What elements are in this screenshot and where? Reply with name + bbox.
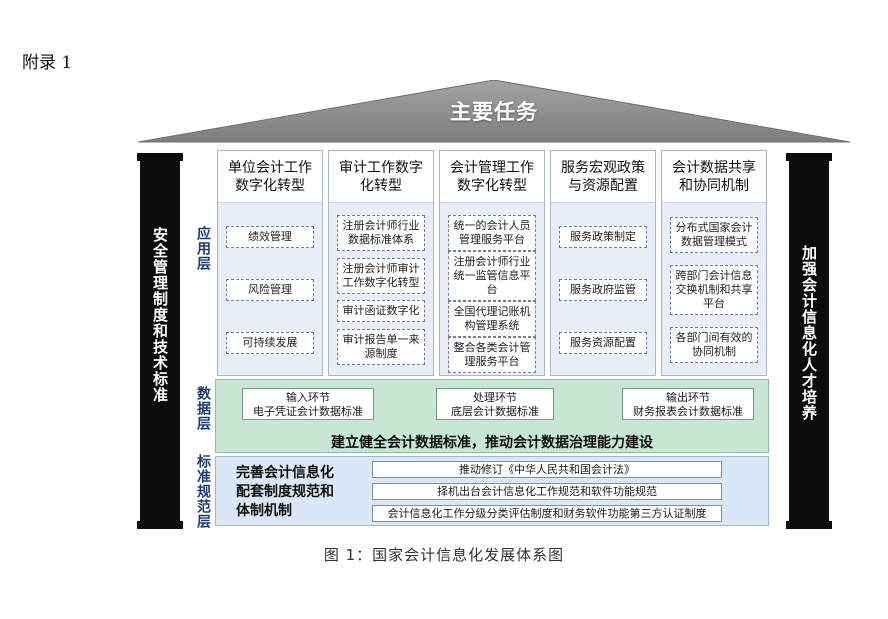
standards-item: 择机出台会计信息化工作规范和软件功能规范 [372, 483, 722, 500]
app-item: 各部门间有效的协同机制 [670, 327, 758, 363]
standards-left-line: 体制机制 [236, 503, 292, 519]
app-column-title: 会计管理工作数字化转型 [440, 151, 544, 203]
app-column-accounting-management: 会计管理工作数字化转型 统一的会计人员管理服务平台 注册会计师行业统一监管信息平… [439, 150, 545, 376]
app-item: 审计报告单一来源制度 [337, 328, 425, 365]
app-column-data-sharing: 会计数据共享和协同机制 分布式国家会计数据管理模式 跨部门会计信息交换机制和共享… [661, 150, 767, 376]
data-box-standard: 电子凭证会计数据标准 [253, 405, 363, 418]
data-box-stage: 输入环节 [286, 391, 330, 404]
app-item: 服务资源配置 [559, 331, 647, 354]
app-item: 注册会计师行业统一监管信息平台 [448, 251, 536, 301]
app-item: 全国代理记账机构管理系统 [448, 301, 536, 337]
app-item: 可持续发展 [226, 331, 314, 354]
left-pillar: 安全管理制度和技术标准 [137, 153, 183, 529]
app-item: 注册会计师审计工作数字化转型 [337, 257, 425, 294]
standards-left-line: 完善会计信息化 [236, 465, 334, 481]
data-box-processing: 处理环节 底层会计数据标准 [436, 388, 554, 420]
app-column-audit: 审计工作数字化转型 注册会计师行业数据标准体系 注册会计师审计工作数字化转型 审… [328, 150, 434, 376]
left-pillar-label: 安全管理制度和技术标准 [151, 227, 169, 403]
app-item: 绩效管理 [226, 226, 314, 249]
standards-layer: 完善会计信息化 配套制度规范和 体制机制 推动修订《中华人民共和国会计法》 择机… [215, 456, 769, 526]
data-layer-label: 数据层 [195, 386, 211, 431]
data-box-stage: 输出环节 [666, 391, 710, 404]
app-item: 分布式国家会计数据管理模式 [670, 217, 758, 253]
app-column-unit-accounting: 单位会计工作数字化转型 绩效管理 风险管理 可持续发展 [217, 150, 323, 376]
app-item: 整合各类会计管理服务平台 [448, 337, 536, 373]
app-column-macro-policy: 服务宏观政策与资源配置 服务政策制定 服务政府监管 服务资源配置 [550, 150, 656, 376]
standards-left-text: 完善会计信息化 配套制度规范和 体制机制 [236, 464, 376, 521]
data-layer: 输入环节 电子凭证会计数据标准 处理环节 底层会计数据标准 输出环节 财务报表会… [215, 379, 769, 453]
appendix-label: 附录 1 [22, 53, 73, 73]
data-layer-main-text: 建立健全会计数据标准，推动会计数据治理能力建设 [331, 435, 653, 451]
app-item: 跨部门会计信息交换机制和共享平台 [670, 265, 758, 315]
app-column-title: 会计数据共享和协同机制 [662, 151, 766, 203]
data-box-stage: 处理环节 [473, 391, 517, 404]
app-item: 统一的会计人员管理服务平台 [448, 215, 536, 251]
app-item: 服务政策制定 [559, 226, 647, 249]
right-pillar: 加强会计信息化人才培养 [786, 153, 832, 529]
roof-shape [138, 80, 850, 143]
standards-layer-label: 标准规范层 [195, 454, 211, 529]
standards-left-line: 配套制度规范和 [236, 484, 334, 500]
data-box-standard: 底层会计数据标准 [451, 405, 539, 418]
data-box-input: 输入环节 电子凭证会计数据标准 [242, 388, 374, 420]
app-column-title: 服务宏观政策与资源配置 [551, 151, 655, 203]
app-column-title: 单位会计工作数字化转型 [218, 151, 322, 203]
roof-title: 主要任务 [450, 100, 538, 124]
standards-item: 会计信息化工作分级分类评估制度和财务软件功能第三方认证制度 [372, 505, 722, 522]
app-item: 审计函证数字化 [337, 300, 425, 323]
right-pillar-label: 加强会计信息化人才培养 [800, 245, 818, 421]
application-layer-label: 应用层 [195, 226, 211, 271]
figure-caption: 图 1：国家会计信息化发展体系图 [323, 546, 565, 564]
roof [138, 80, 850, 144]
app-item: 注册会计师行业数据标准体系 [337, 215, 425, 251]
app-item: 风险管理 [226, 278, 314, 301]
standards-item: 推动修订《中华人民共和国会计法》 [372, 461, 722, 478]
data-box-standard: 财务报表会计数据标准 [633, 405, 743, 418]
data-box-output: 输出环节 财务报表会计数据标准 [622, 388, 754, 420]
app-column-title: 审计工作数字化转型 [329, 151, 433, 203]
app-item: 服务政府监管 [559, 278, 647, 301]
